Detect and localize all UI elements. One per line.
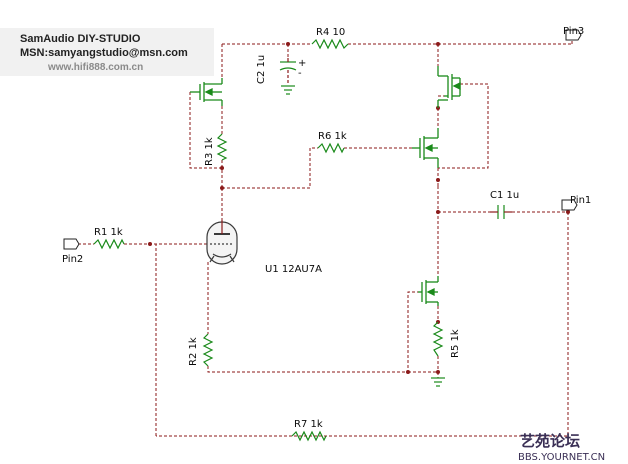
pin2-connector bbox=[63, 238, 80, 250]
r1-label: R1 1k bbox=[94, 227, 123, 238]
r7-label: R7 1k bbox=[294, 419, 323, 430]
wires bbox=[78, 40, 573, 437]
c2-minus-label: - bbox=[298, 68, 302, 79]
r7-resistor bbox=[291, 430, 327, 442]
r3-resistor bbox=[216, 133, 228, 161]
r5-resistor bbox=[432, 321, 444, 357]
q4-mosfet bbox=[418, 276, 439, 306]
r6-label: R6 1k bbox=[318, 131, 347, 142]
junction-node bbox=[436, 42, 440, 46]
r2-label: R2 1k bbox=[188, 337, 199, 366]
junction-node bbox=[406, 370, 410, 374]
pin1-connector bbox=[561, 199, 578, 211]
r3-feedback-wire bbox=[189, 92, 222, 169]
junction-node bbox=[436, 210, 440, 214]
ground-symbol-main bbox=[431, 377, 445, 387]
r5-label: R5 1k bbox=[450, 329, 461, 358]
ground-symbol-c2 bbox=[281, 85, 295, 95]
r4-label: R4 10 bbox=[316, 27, 345, 38]
r3-label: R3 1k bbox=[204, 137, 215, 166]
junction-node bbox=[148, 242, 152, 246]
pin1-label: Pin1 bbox=[570, 195, 591, 206]
c2-capacitor bbox=[279, 58, 297, 84]
junction-node bbox=[220, 166, 224, 170]
pin3-connector bbox=[565, 29, 582, 41]
c1-label: C1 1u bbox=[490, 190, 519, 201]
tube-label: U1 12AU7A bbox=[265, 264, 322, 275]
footer-watermark: 艺苑论坛 BBS.YOURNET.CN bbox=[518, 432, 605, 463]
junction-node bbox=[286, 42, 290, 46]
q3-mosfet bbox=[412, 128, 439, 168]
r1-resistor bbox=[93, 238, 125, 250]
pin2-label: Pin2 bbox=[62, 254, 83, 265]
q2-mosfet bbox=[437, 66, 461, 108]
junction-nodes bbox=[148, 42, 570, 374]
c1-capacitor bbox=[490, 205, 512, 219]
r2-resistor bbox=[202, 333, 214, 367]
footer-url: BBS.YOURNET.CN bbox=[518, 452, 605, 463]
pin3-label: Pin3 bbox=[563, 26, 584, 37]
watermark-email: MSN:samyangstudio@msn.com bbox=[20, 47, 188, 59]
footer-title: 艺苑论坛 bbox=[520, 432, 580, 450]
watermark-studio: SamAudio DIY-STUDIO bbox=[20, 33, 141, 45]
c2-label: C2 1u bbox=[256, 55, 267, 84]
tube-12au7a bbox=[206, 220, 238, 265]
r6-resistor bbox=[317, 142, 345, 154]
watermark-website: www.hifi888.com.cn bbox=[47, 62, 143, 73]
top-rail-wire bbox=[222, 40, 573, 45]
r4-resistor bbox=[311, 38, 349, 50]
junction-node bbox=[220, 186, 224, 190]
junction-node bbox=[566, 210, 570, 214]
q1-mosfet bbox=[190, 78, 223, 106]
watermark-block: SamAudio DIY-STUDIO MSN:samyangstudio@ms… bbox=[0, 28, 214, 76]
junction-node bbox=[436, 178, 440, 182]
r6-wire bbox=[222, 147, 412, 189]
r2-wire bbox=[207, 262, 418, 373]
c2-plus-label: + bbox=[298, 58, 306, 69]
q2-feedback-wire bbox=[438, 83, 489, 169]
c1-wire bbox=[438, 210, 569, 213]
junction-node bbox=[436, 370, 440, 374]
